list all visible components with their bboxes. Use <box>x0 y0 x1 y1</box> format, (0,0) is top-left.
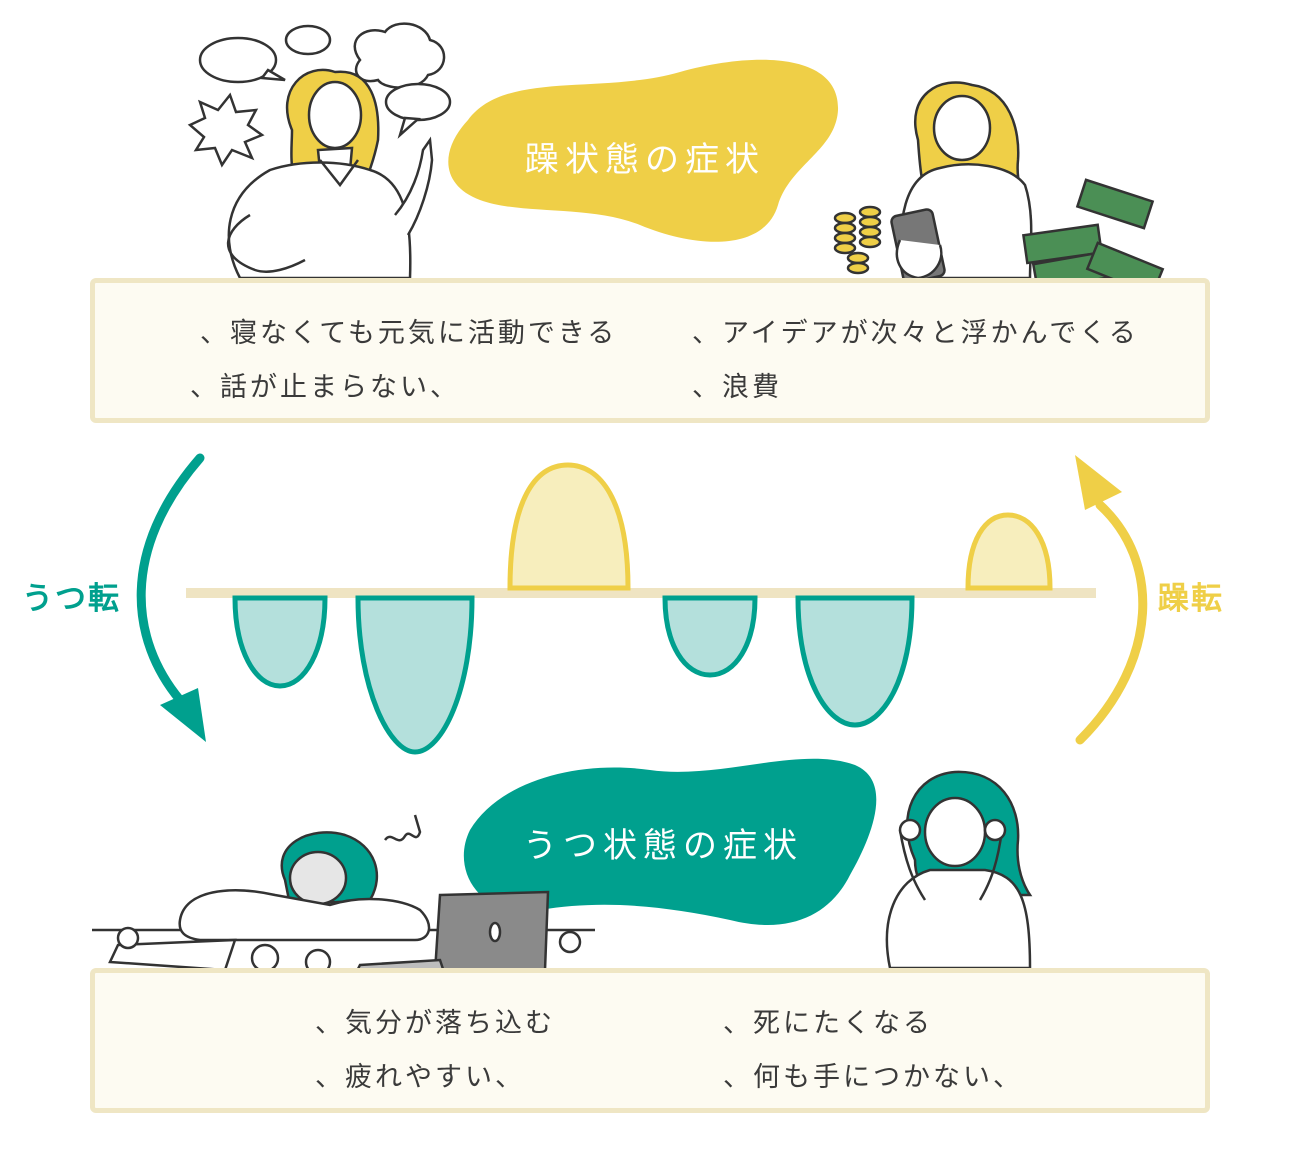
depression-title-blob <box>463 758 877 925</box>
arrow-to-mania <box>1075 500 1148 745</box>
depression-title: うつ状態の症状 <box>523 826 803 866</box>
mania-peak-1 <box>507 462 631 591</box>
mania-symptom-item: 、浪費 <box>692 372 782 403</box>
spending-woman-illustration <box>833 81 1165 297</box>
to-mania-label: 躁転 <box>1158 581 1224 617</box>
crying-woman-illustration <box>885 770 1033 970</box>
depression-symptom-item: 、疲れやすい、 <box>315 1062 525 1093</box>
mania-peak-2 <box>965 512 1053 591</box>
to-depression-label: うつ転 <box>22 581 121 617</box>
depression-symptom-item: 、死にたくなる <box>723 1008 933 1039</box>
tired-woman-illustration <box>92 814 595 977</box>
talking-woman-illustration <box>226 68 434 280</box>
depression-symptom-item: 、何も手につかない、 <box>723 1062 1023 1093</box>
depression-trough-1 <box>232 595 328 689</box>
depression-symptom-item: 、気分が落ち込む <box>315 1008 555 1039</box>
depression-symptom-box: 、気分が落ち込む 、死にたくなる 、疲れやすい、 、何も手につかない、 <box>90 968 1210 1113</box>
mania-title-blob <box>448 59 839 242</box>
speech-bubbles <box>187 22 452 168</box>
arrow-to-depression <box>136 453 205 705</box>
depression-trough-2 <box>355 595 475 755</box>
mania-symptom-item: 、アイデアが次々と浮かんでくる <box>692 318 1139 349</box>
mania-symptom-item: 、話が止まらない、 <box>190 372 460 403</box>
depression-trough-3 <box>662 595 758 678</box>
depression-trough-4 <box>795 595 915 728</box>
arrow-to-depression-head <box>160 688 206 742</box>
mania-symptom-box: 、寝なくても元気に活動できる 、アイデアが次々と浮かんでくる 、話が止まらない、… <box>90 278 1210 423</box>
mania-symptom-item: 、寝なくても元気に活動できる <box>200 318 618 349</box>
arrow-to-mania-head <box>1075 455 1122 510</box>
wave-baseline <box>186 588 1096 598</box>
mania-title: 躁状態の症状 <box>525 140 765 180</box>
